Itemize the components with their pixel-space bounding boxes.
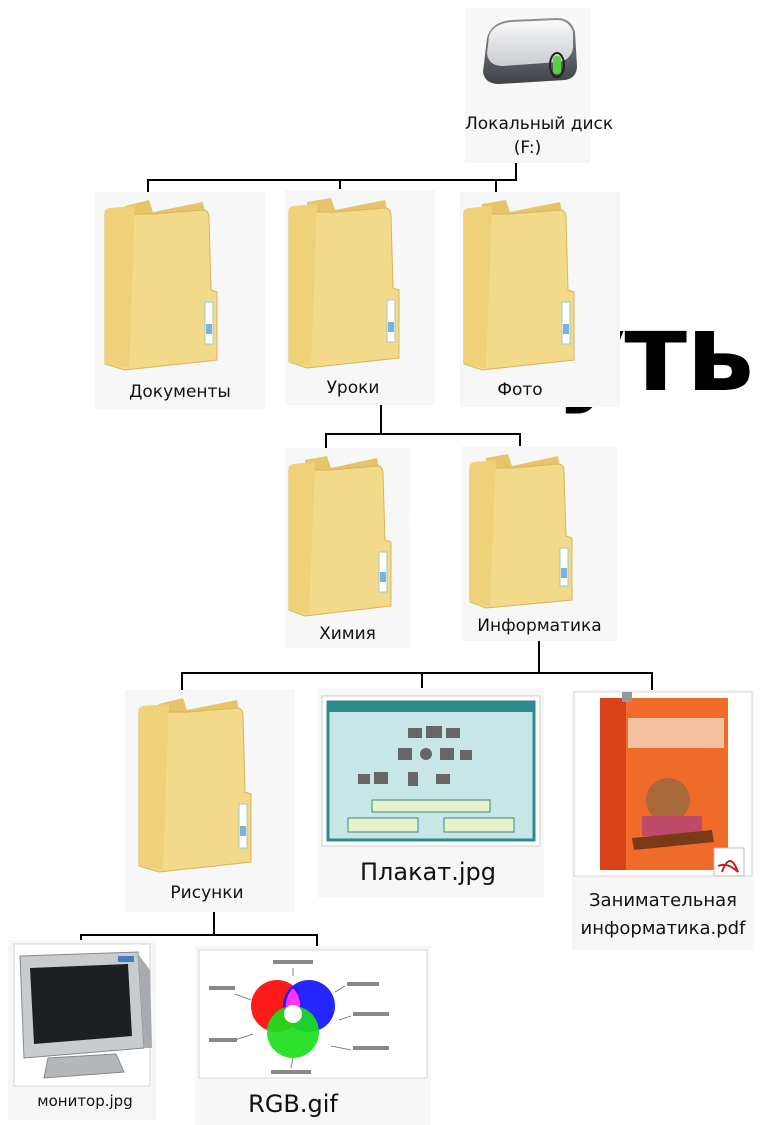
monitor-thumbnail <box>13 943 152 1087</box>
connector-line <box>147 179 149 195</box>
pdf-book-thumbnail <box>573 691 753 877</box>
connector-line <box>380 403 382 435</box>
connector-line <box>538 640 540 674</box>
file-label: RGB.gif <box>248 1090 338 1118</box>
folder-label: Фото <box>497 380 543 400</box>
folder-lessons[interactable]: Уроки <box>285 190 435 405</box>
folder-label: Уроки <box>326 378 380 398</box>
drive-label-line1: Локальный диск <box>465 114 614 134</box>
folder-label: Химия <box>319 624 376 644</box>
rgb-diagram-thumbnail <box>198 949 428 1079</box>
file-label-line2: информатика.pdf <box>580 918 746 939</box>
hard-drive-icon <box>483 18 577 84</box>
connector-line <box>80 934 318 936</box>
file-label-line1: Занимательная <box>589 890 737 911</box>
drive-node[interactable]: Локальный диск (F:) <box>465 8 614 163</box>
folder-informatics[interactable]: Информатика <box>462 446 617 641</box>
folder-label: Рисунки <box>170 883 244 903</box>
folder-icon <box>104 200 218 371</box>
folder-icon <box>463 200 575 371</box>
file-rgb-gif[interactable]: RGB.gif <box>195 946 431 1125</box>
connector-line <box>147 179 517 181</box>
file-label: монитор.jpg <box>37 1092 133 1110</box>
connector-line <box>519 433 521 449</box>
folder-label: Информатика <box>477 616 602 636</box>
connector-line <box>181 672 653 674</box>
folder-icon <box>469 454 573 609</box>
file-poster-jpg[interactable]: Плакат.jpg <box>318 688 544 898</box>
drive-label-line2: (F:) <box>513 138 542 158</box>
folder-icon <box>288 198 400 369</box>
folder-pictures[interactable]: Рисунки <box>125 690 295 912</box>
connector-line <box>181 672 183 692</box>
connector-line <box>495 179 497 197</box>
folder-chemistry[interactable]: Химия <box>285 448 410 648</box>
connector-line <box>515 162 517 180</box>
image-thumbnail <box>321 695 541 847</box>
folder-icon <box>288 456 392 617</box>
connector-line <box>325 433 521 435</box>
connector-line <box>421 672 423 688</box>
connector-line <box>339 179 341 189</box>
file-pdf-book[interactable]: Занимательная информатика.pdf <box>572 690 754 950</box>
folder-documents[interactable]: Документы <box>95 192 265 410</box>
connector-line <box>316 934 318 948</box>
connector-line <box>213 912 215 936</box>
folder-icon <box>138 698 252 873</box>
file-monitor-jpg[interactable]: монитор.jpg <box>8 940 156 1120</box>
folder-label: Документы <box>129 382 231 402</box>
connector-line <box>325 433 327 451</box>
folder-photo[interactable]: Фото <box>460 192 620 407</box>
connector-line <box>651 672 653 690</box>
file-label: Плакат.jpg <box>359 858 497 886</box>
